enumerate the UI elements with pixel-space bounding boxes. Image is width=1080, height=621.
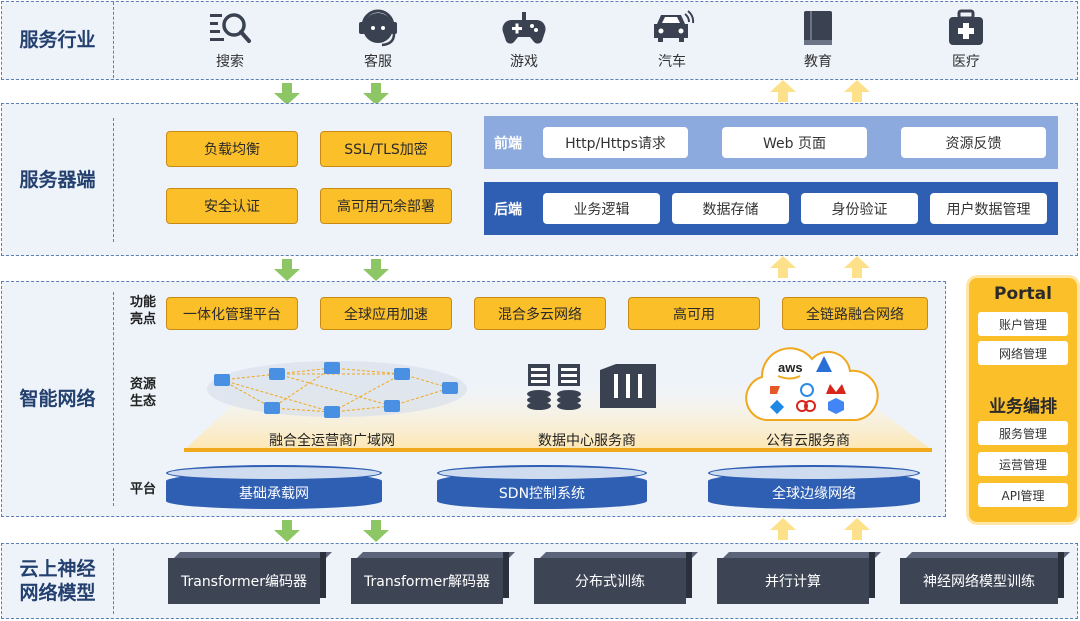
public-cloud-icon: aws (745, 347, 879, 421)
frontend-label: 前端 (494, 136, 522, 152)
data-center-icon (527, 364, 656, 410)
portal-title: Portal (994, 284, 1052, 304)
industry-label: 汽车 (658, 54, 686, 70)
car-icon (654, 10, 695, 42)
feature-ssl-tls: SSL/TLS加密 (320, 131, 452, 167)
server-layer: 服务器端 负载均衡 SSL/TLS加密 安全认证 高可用冗余部署 前端 Http… (1, 103, 1078, 256)
highlight-item: 全链路融合网络 (782, 297, 928, 330)
down-arrow-icon (363, 83, 389, 105)
frontend-panel: 前端 Http/Https请求 Web 页面 资源反馈 (484, 116, 1058, 169)
highlight-item: 全球应用加速 (320, 297, 452, 330)
search-list-icon (210, 13, 251, 43)
industry-label: 搜索 (216, 54, 244, 70)
backend-item: 数据存储 (672, 193, 789, 224)
backend-item: 用户数据管理 (930, 193, 1047, 224)
book-icon (804, 11, 832, 45)
server-title: 服务器端 (2, 118, 114, 242)
feature-auth: 安全认证 (166, 188, 298, 224)
industry-item-education: 教育 (778, 8, 858, 71)
backend-item: 身份验证 (801, 193, 918, 224)
up-arrow-icon (770, 80, 796, 102)
up-arrow-icon (844, 80, 870, 102)
down-arrow-icon (274, 520, 300, 542)
industry-label: 教育 (804, 54, 832, 70)
ecosystem-label: 资源生态 (129, 377, 156, 409)
up-arrow-icon (770, 518, 796, 540)
platform-label: 平台 (129, 482, 156, 497)
service-industry-title: 服务行业 (2, 2, 114, 78)
backend-item: 业务逻辑 (543, 193, 660, 224)
down-arrow-icon (274, 259, 300, 281)
up-arrow-icon (770, 256, 796, 278)
portal-item: 运营管理 (978, 452, 1068, 476)
frontend-item: 资源反馈 (901, 127, 1046, 158)
ecosystem-carrier-label: 融合全运营商广域网 (269, 433, 395, 449)
neural-item: 分布式训练 (534, 552, 692, 604)
portal-panel: Portal 账户管理 网络管理 业务编排 服务管理 运营管理 API管理 (969, 278, 1077, 522)
neural-item: 并行计算 (717, 552, 875, 604)
highlight-item: 混合多云网络 (474, 297, 606, 330)
industry-item-game: 游戏 (484, 8, 564, 71)
industry-label: 医疗 (952, 54, 980, 70)
network-layer: 智能网络 功能亮点 一体化管理平台 全球应用加速 混合多云网络 高可用 全链路融… (1, 281, 946, 517)
portal-item: API管理 (978, 483, 1068, 507)
industry-item-search: 搜索 (190, 8, 270, 71)
down-arrow-icon (363, 520, 389, 542)
aws-logo: aws (778, 360, 803, 375)
portal-item: 账户管理 (978, 312, 1068, 336)
highlight-item: 一体化管理平台 (166, 297, 298, 330)
industry-label: 客服 (364, 54, 392, 70)
highlight-item: 高可用 (628, 297, 760, 330)
network-title: 智能网络 (2, 292, 114, 506)
down-arrow-icon (274, 83, 300, 105)
backend-panel: 后端 业务逻辑 数据存储 身份验证 用户数据管理 (484, 182, 1058, 235)
neural-layer: 云上神经网络模型 Transformer编码器 Transformer解码器 分… (1, 543, 1078, 619)
service-industry-layer: 服务行业 搜索 客服 游戏 (1, 1, 1078, 80)
portal-item: 服务管理 (978, 421, 1068, 445)
platform-edge-network: 全球边缘网络 (708, 465, 920, 509)
neural-item: Transformer编码器 (168, 552, 326, 604)
portal-subtitle: 业务编排 (989, 397, 1057, 417)
frontend-item: Web 页面 (722, 127, 867, 158)
headset-icon (359, 9, 397, 47)
portal-item: 网络管理 (978, 341, 1068, 365)
neural-item: 神经网络模型训练 (900, 552, 1064, 604)
frontend-item: Http/Https请求 (543, 127, 688, 158)
neural-title: 云上神经网络模型 (2, 548, 114, 614)
industry-item-service: 客服 (338, 8, 418, 71)
down-arrow-icon (363, 259, 389, 281)
medical-kit-icon (949, 9, 983, 45)
feature-ha-redundancy: 高可用冗余部署 (320, 188, 452, 224)
gamepad-icon (502, 12, 546, 44)
industry-item-car: 汽车 (632, 8, 712, 71)
industry-item-medical: 医疗 (926, 8, 1006, 71)
up-arrow-icon (844, 256, 870, 278)
platform-sdn: SDN控制系统 (437, 465, 647, 509)
up-arrow-icon (844, 518, 870, 540)
highlights-label: 功能亮点 (129, 295, 156, 327)
ecosystem-dc-label: 数据中心服务商 (538, 433, 636, 449)
neural-item: Transformer解码器 (351, 552, 509, 604)
feature-load-balancing: 负载均衡 (166, 131, 298, 167)
carrier-wan-icon (214, 362, 458, 418)
backend-label: 后端 (494, 202, 522, 218)
industry-label: 游戏 (510, 54, 538, 70)
ecosystem-cloud-label: 公有云服务商 (766, 433, 850, 449)
platform-base-network: 基础承载网 (166, 465, 382, 509)
